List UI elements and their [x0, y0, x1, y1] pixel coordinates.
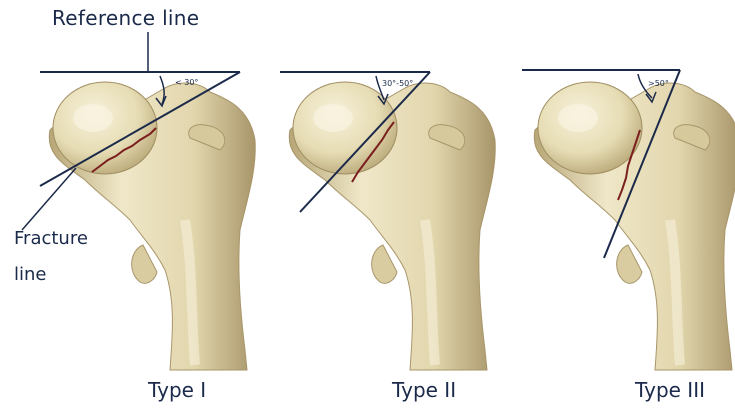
fracture-line-callout [22, 168, 76, 230]
type-2-label: Type II [392, 378, 456, 402]
type-1-label: Type I [148, 378, 206, 402]
fracture-line-label-bottom: line [14, 264, 46, 285]
reference-line-label: Reference line [52, 6, 199, 30]
angle-label-1: < 30° [175, 78, 198, 87]
angle-label-2: 30°-50° [382, 79, 413, 88]
panel-type-3: >50° [522, 70, 735, 370]
panel-type-1: < 30° [40, 72, 255, 370]
angle-label-3: >50° [648, 79, 669, 88]
type-3-label: Type III [635, 378, 705, 402]
panel-type-2: 30°-50° [280, 72, 495, 370]
femur-bone-1 [49, 82, 255, 370]
fracture-line-label-top: Fracture [14, 228, 88, 249]
femur-bone-3 [534, 82, 735, 370]
